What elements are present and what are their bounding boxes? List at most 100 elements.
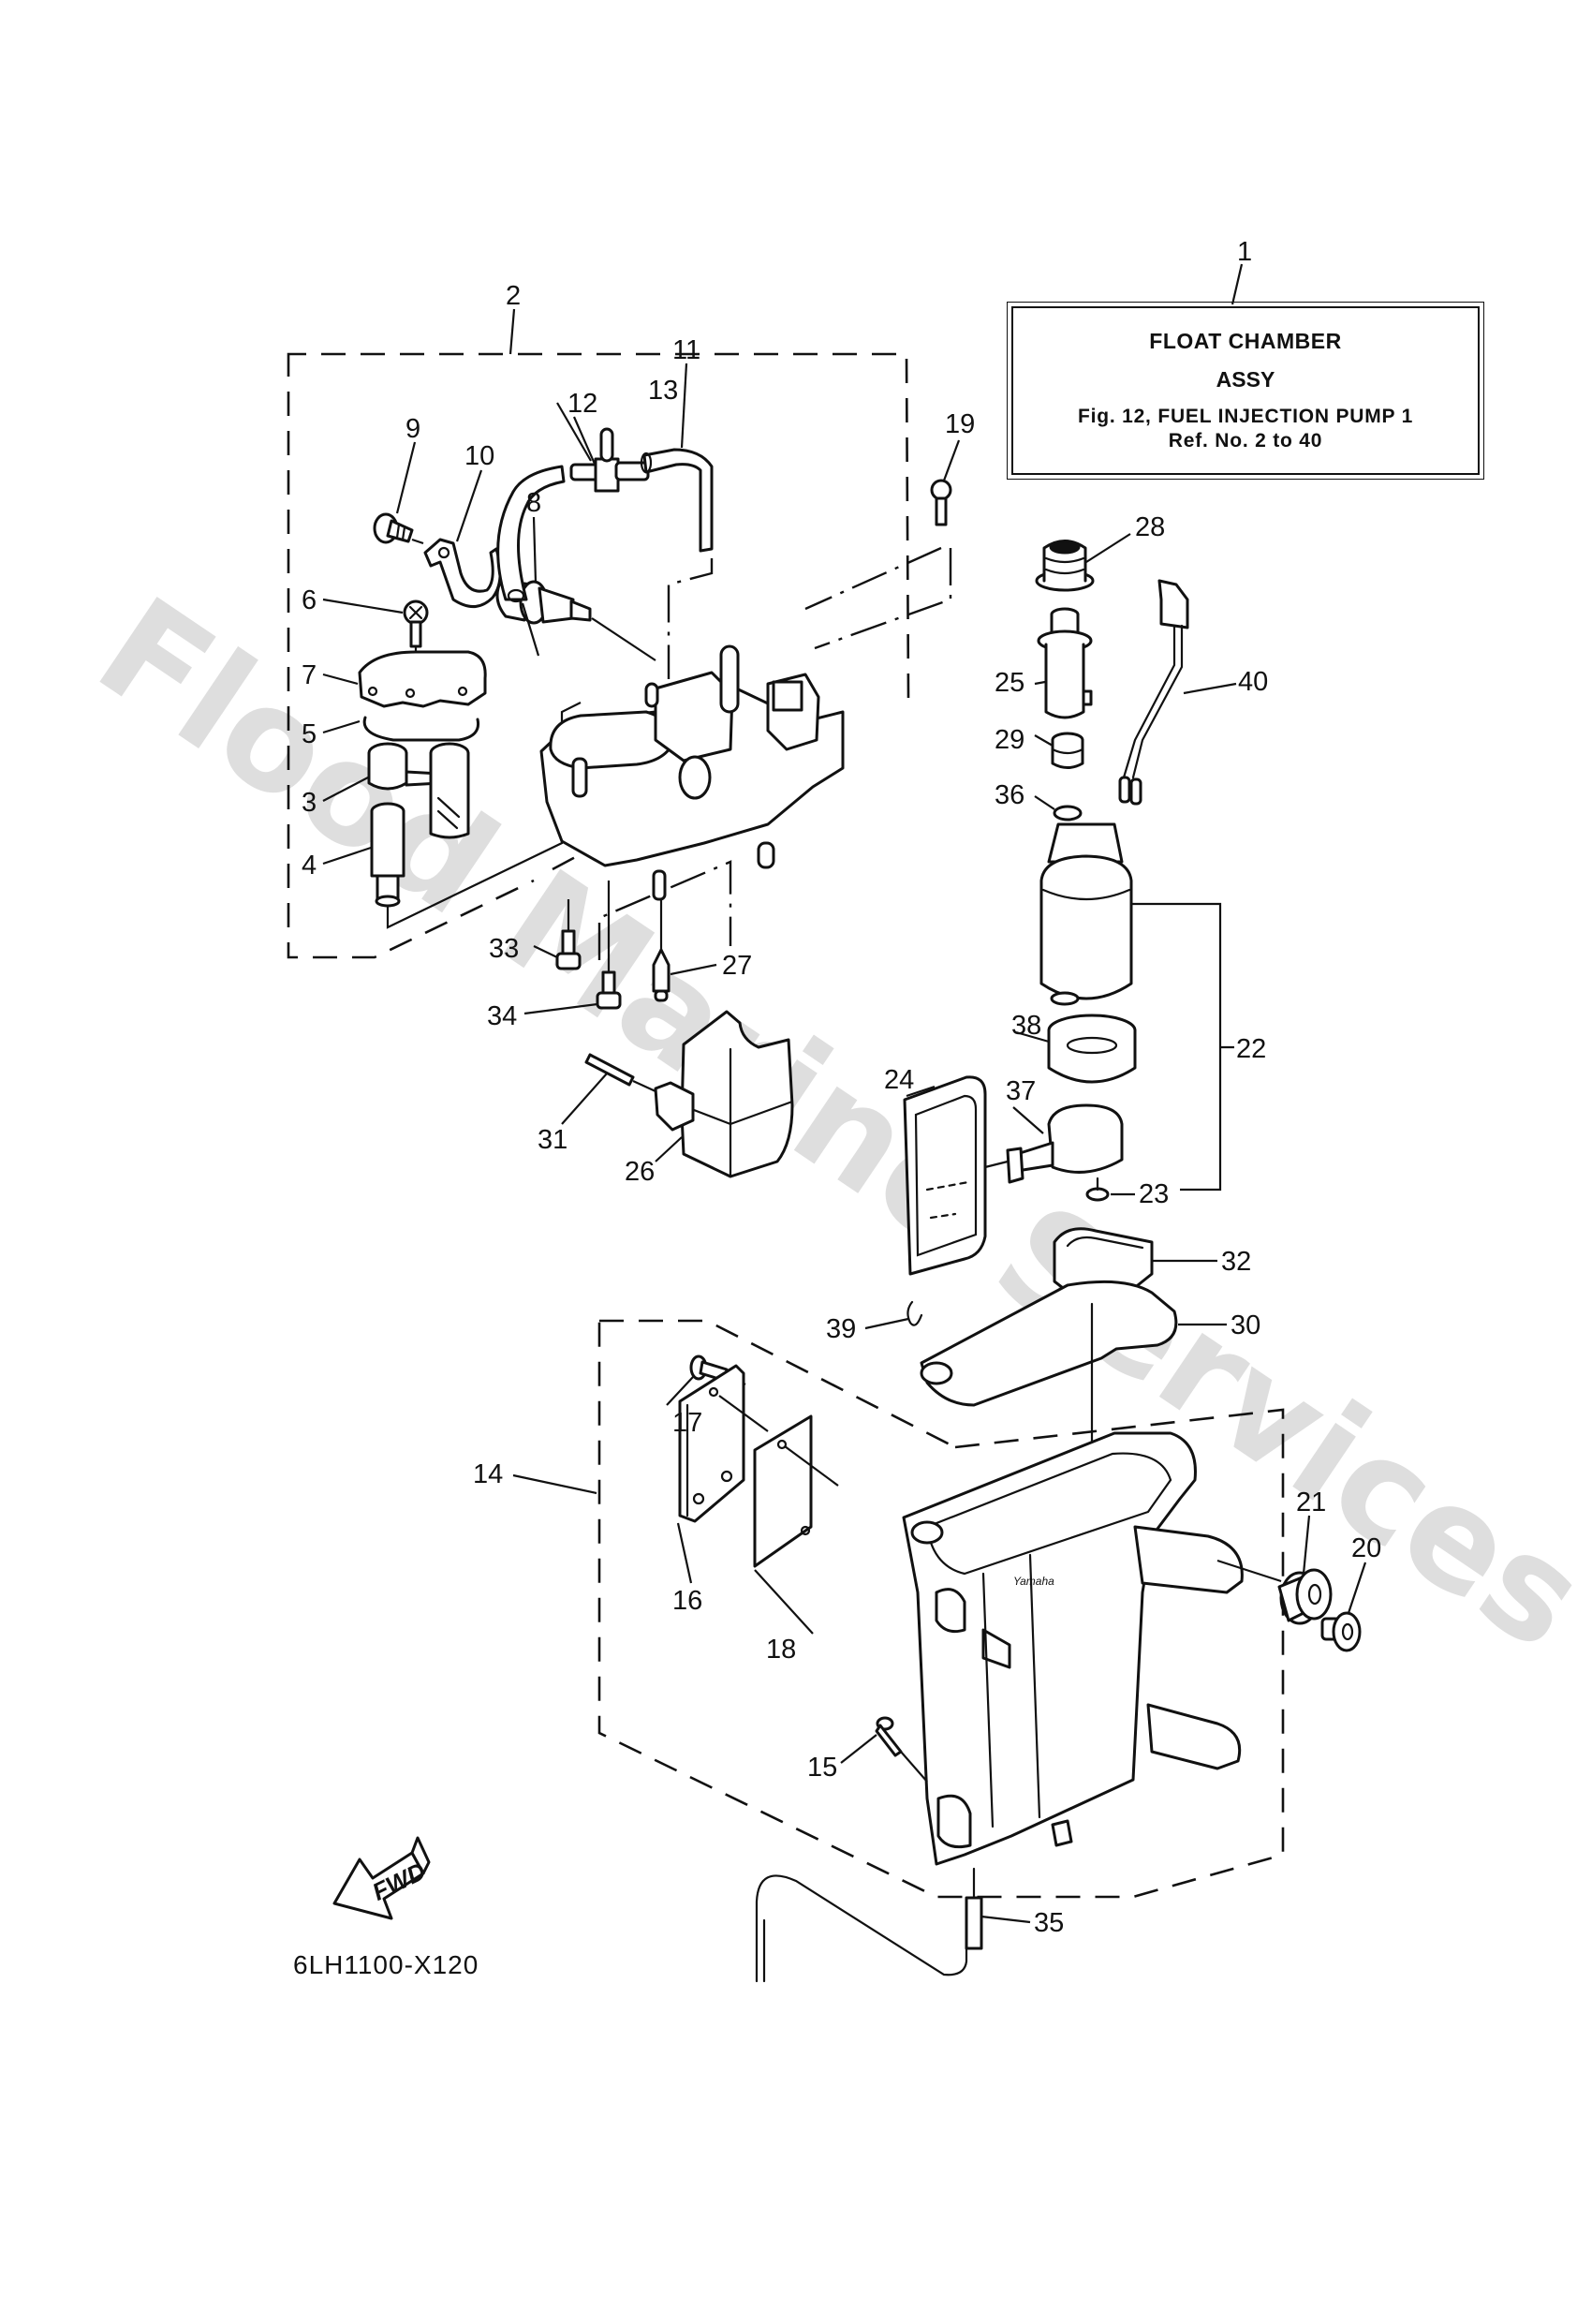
leader-21-axis bbox=[1216, 1559, 1282, 1583]
leader-27 bbox=[670, 963, 717, 976]
leader-8-axis bbox=[591, 617, 656, 661]
leader-35 bbox=[980, 1915, 1031, 1924]
assy-2-boundary bbox=[287, 352, 910, 959]
leader-1 bbox=[1231, 263, 1244, 305]
part-38-holder bbox=[1047, 1014, 1137, 1084]
part-30-gasket bbox=[920, 1280, 1178, 1407]
part-36-washer bbox=[1053, 805, 1083, 822]
part-29-grommet bbox=[1051, 732, 1084, 769]
leader-13 bbox=[556, 402, 592, 462]
part-33-bolt bbox=[555, 929, 582, 970]
part-39-clip bbox=[906, 1300, 923, 1326]
leader-15-axis bbox=[900, 1751, 928, 1783]
leader-29 bbox=[1034, 734, 1054, 747]
leader-10 bbox=[455, 469, 483, 542]
part-5-gasket bbox=[362, 716, 480, 742]
callout-9: 9 bbox=[405, 414, 420, 444]
callout-1: 1 bbox=[1237, 237, 1252, 267]
callout-20: 20 bbox=[1351, 1533, 1381, 1563]
leader-4 bbox=[322, 846, 372, 866]
part-20-collar bbox=[1320, 1611, 1362, 1652]
callout-39: 39 bbox=[826, 1314, 856, 1344]
part-16-plate bbox=[678, 1364, 745, 1523]
callout-29: 29 bbox=[995, 725, 1024, 755]
callout-33: 33 bbox=[489, 934, 519, 964]
vapor-separator-cover bbox=[539, 644, 845, 901]
part-18-gasket bbox=[753, 1414, 813, 1568]
callout-2: 2 bbox=[506, 281, 521, 311]
leader-25 bbox=[1034, 680, 1046, 686]
part-24-filter bbox=[903, 1075, 987, 1276]
part-11-hose bbox=[640, 448, 714, 553]
title-box-line3: Fig. 12, FUEL INJECTION PUMP 1 bbox=[1077, 406, 1414, 427]
callout-16: 16 bbox=[672, 1586, 702, 1616]
leader-17 bbox=[666, 1376, 694, 1406]
part-27-needle-valve bbox=[652, 948, 671, 1002]
leader-18-axis bbox=[784, 1445, 839, 1487]
callout-13: 13 bbox=[648, 376, 678, 406]
leader-38 bbox=[1015, 1030, 1050, 1044]
part-15-screw bbox=[875, 1716, 903, 1757]
leader-22 bbox=[1131, 902, 1234, 1192]
callout-40: 40 bbox=[1238, 667, 1268, 697]
leader-39 bbox=[864, 1317, 909, 1330]
part-26-float bbox=[654, 1010, 794, 1178]
callout-labels: 1 2 3 4 5 6 7 8 9 10 11 12 13 14 15 16 1… bbox=[302, 237, 1381, 1938]
leader-11 bbox=[680, 363, 688, 449]
leader-31-axis bbox=[632, 1080, 656, 1092]
leader-31 bbox=[561, 1073, 608, 1125]
leader-24 bbox=[906, 1085, 936, 1098]
leader-36 bbox=[1034, 795, 1055, 810]
leader-16 bbox=[676, 1522, 693, 1584]
leader-34 bbox=[523, 1002, 598, 1015]
leader-8 bbox=[532, 516, 538, 584]
part-3-sleeve bbox=[367, 742, 470, 839]
part-4-injector bbox=[370, 802, 405, 908]
callout-32: 32 bbox=[1221, 1247, 1251, 1277]
callout-15: 15 bbox=[807, 1753, 837, 1783]
leader-37 bbox=[1012, 1106, 1044, 1134]
part-21-grommet bbox=[1277, 1568, 1333, 1625]
callout-19: 19 bbox=[945, 409, 975, 439]
assy-title-box: FLOAT CHAMBER ASSY Fig. 12, FUEL INJECTI… bbox=[1007, 302, 1484, 480]
callout-36: 36 bbox=[995, 780, 1024, 810]
callout-25: 25 bbox=[995, 668, 1024, 698]
part-31-pin bbox=[584, 1053, 635, 1087]
leader-26 bbox=[655, 1136, 683, 1162]
callout-21: 21 bbox=[1296, 1488, 1326, 1517]
callout-38: 38 bbox=[1011, 1011, 1041, 1041]
leader-2 bbox=[508, 308, 516, 355]
fwd-arrow-icon: FWD bbox=[332, 1836, 431, 1920]
callout-26: 26 bbox=[625, 1157, 655, 1187]
callout-5: 5 bbox=[302, 719, 317, 749]
callout-11: 11 bbox=[672, 335, 700, 365]
part-7-cover bbox=[358, 650, 487, 708]
title-box-line1: FLOAT CHAMBER bbox=[1149, 329, 1342, 353]
callout-28: 28 bbox=[1135, 512, 1165, 542]
callout-14: 14 bbox=[473, 1459, 503, 1489]
callout-6: 6 bbox=[302, 585, 317, 615]
callout-7: 7 bbox=[302, 660, 317, 690]
callout-23: 23 bbox=[1139, 1179, 1169, 1209]
part-13-t-joint bbox=[569, 427, 650, 493]
part-22-fuel-pump bbox=[1039, 822, 1133, 1006]
leader-6 bbox=[322, 598, 404, 614]
leader-4-axis bbox=[386, 702, 582, 929]
callout-30: 30 bbox=[1231, 1310, 1260, 1340]
callout-37: 37 bbox=[1006, 1076, 1036, 1106]
callout-31: 31 bbox=[538, 1125, 567, 1155]
part-40-wire-harness bbox=[1118, 579, 1189, 806]
part-12-hose bbox=[496, 465, 566, 603]
callout-18: 18 bbox=[766, 1635, 796, 1665]
part-14-float-chamber: Yamaha bbox=[902, 1431, 1244, 1866]
leader-19 bbox=[942, 439, 961, 481]
reference-chain-line bbox=[597, 546, 952, 960]
callout-8: 8 bbox=[526, 488, 541, 518]
part-28-grommet bbox=[1035, 540, 1095, 592]
leader-9-axis bbox=[411, 538, 424, 545]
callout-12: 12 bbox=[567, 389, 597, 419]
callout-10: 10 bbox=[464, 441, 494, 471]
callout-4: 4 bbox=[302, 851, 317, 881]
callout-3: 3 bbox=[302, 788, 317, 818]
leader-18 bbox=[754, 1569, 814, 1635]
